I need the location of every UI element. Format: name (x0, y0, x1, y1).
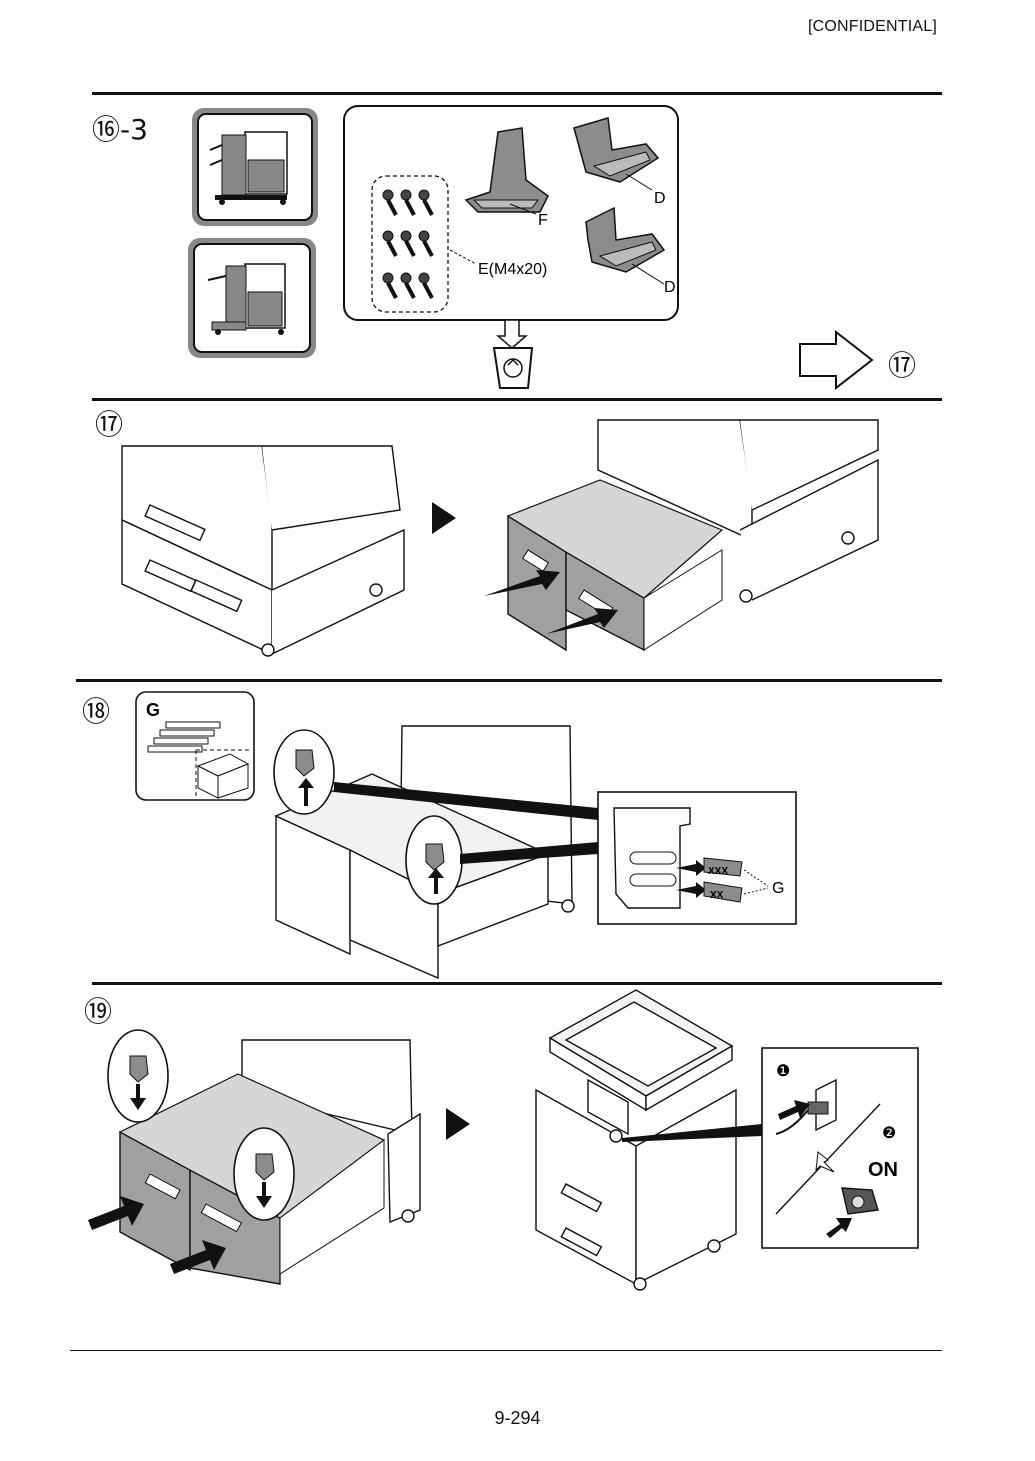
machine-closed (121, 445, 405, 657)
play-arrow-icon (432, 502, 456, 534)
press-switch-arrow-icon (826, 1218, 852, 1238)
play-arrow-step-19-icon (446, 1108, 470, 1140)
section-rule-19 (92, 982, 942, 985)
step-19-label: ⑲ (84, 995, 113, 1028)
screws-e-label: E(M4x20) (478, 261, 547, 278)
plug-in-arrow-icon (778, 1100, 810, 1120)
next-arrow-small-icon (815, 1151, 835, 1173)
bracket-d-top-label: D (654, 190, 666, 207)
step-16-illustration: E(M4x20) F D D (188, 105, 874, 391)
section-rule-18 (76, 679, 942, 682)
screws-e (382, 189, 434, 299)
power-switch (841, 1187, 879, 1215)
spacer-xx-label: XX (710, 890, 724, 901)
push-arrow-1-icon (88, 1196, 144, 1230)
confidential-label: [CONFIDENTIAL] (807, 18, 937, 35)
spacer-xx (703, 881, 743, 903)
bracket-f-label: F (538, 212, 548, 229)
machine-full (535, 989, 737, 1291)
spacer-stack-icon (147, 721, 250, 799)
step-17-illustration (121, 419, 879, 657)
step-19-illustration: ❶ ❷ ON (88, 989, 919, 1291)
up-arrow-bottom-icon (428, 868, 444, 894)
next-step-17-label: ⑰ (888, 349, 917, 382)
power-detail-box (761, 1047, 919, 1249)
page-number: 9-294 (494, 1408, 541, 1428)
step-18-illustration: G XXX XX G (135, 691, 797, 980)
down-arrow-icon (495, 319, 529, 349)
push-arrow-2-icon (170, 1240, 226, 1274)
machine-open (597, 419, 879, 603)
down-arrow-left-icon (130, 1084, 146, 1110)
up-arrow-top-icon (298, 778, 314, 806)
spacer-callout-label: G (772, 880, 784, 897)
bracket-d-bottom (585, 206, 666, 273)
down-arrow-right-icon (256, 1182, 272, 1208)
power-step-2-label: ❷ (882, 1125, 896, 1142)
bracket-d-bottom-label: D (664, 279, 676, 296)
bracket-d-top (573, 117, 660, 183)
spacer-g-box-label: G (146, 700, 160, 720)
section-rule-17 (92, 398, 942, 401)
power-on-label: ON (868, 1159, 898, 1181)
machine-variant-2-thumbnail (188, 238, 316, 358)
power-step-1-label: ❶ (776, 1063, 790, 1080)
step-18-label: ⑱ (82, 695, 111, 728)
pull-arrow-2-icon (546, 608, 618, 634)
spacer-xxx (703, 857, 743, 877)
next-step-arrow-icon (799, 329, 874, 391)
step-16-3-label: ⑯-3 (92, 113, 148, 146)
section-rule-16 (92, 92, 942, 95)
footer-rule (70, 1350, 942, 1351)
bracket-f (464, 127, 549, 213)
machine-variant-1-thumbnail (192, 108, 318, 226)
recycle-bin-icon (492, 347, 534, 389)
step-17-label: ⑰ (95, 408, 124, 441)
power-plug (775, 1078, 837, 1135)
pull-arrow-1-icon (484, 570, 560, 596)
spacer-xxx-label: XXX (708, 866, 728, 877)
screw-group-outline (371, 175, 449, 313)
